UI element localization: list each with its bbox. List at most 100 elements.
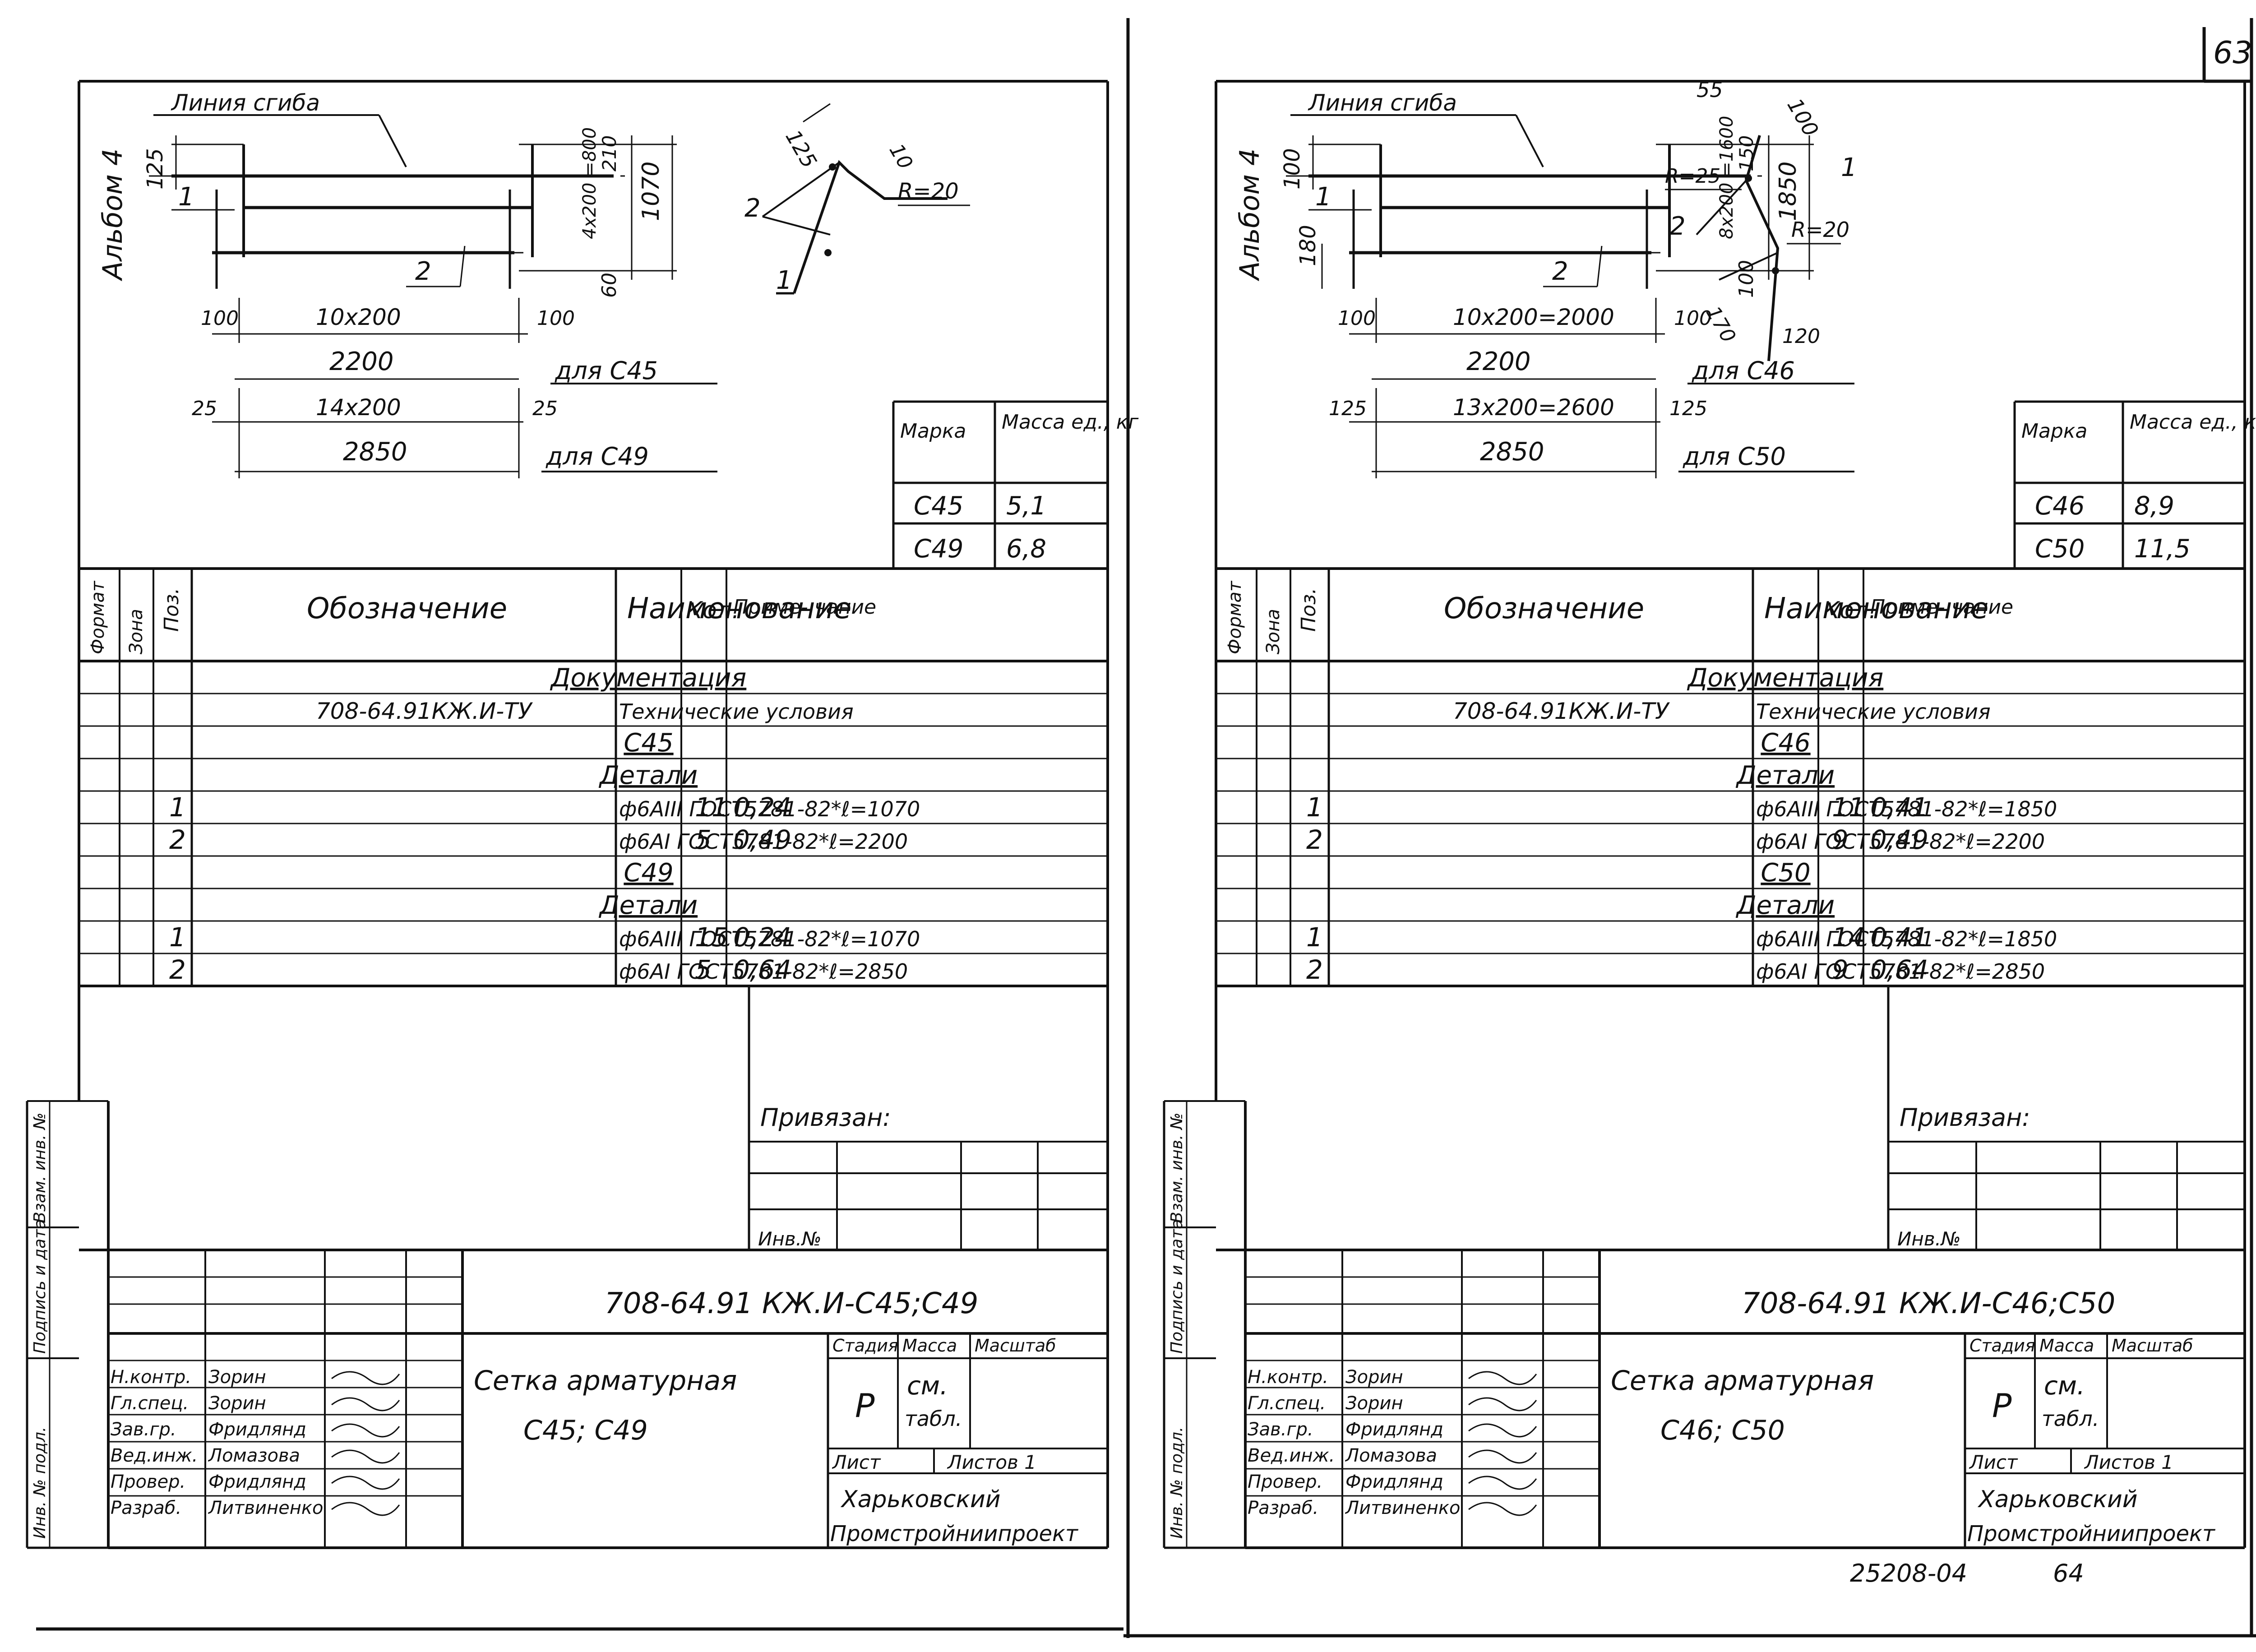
person-role: Вед.инж. <box>111 1445 198 1466</box>
dim-left-bottom: 180 <box>1295 225 1321 266</box>
spec-header-zone: Зона <box>1263 609 1284 654</box>
mass-row-value: 11,5 <box>2134 534 2191 564</box>
person-name: Литвиненко <box>1345 1498 1461 1518</box>
dim-spacing-1: 10x200 <box>316 304 401 330</box>
spec-note: 0,64 <box>1870 954 1928 985</box>
dim-2200: 2200 <box>329 347 394 376</box>
sheets-count-label: Листов 1 <box>2084 1451 2173 1473</box>
spec-name: ф6АI ГОСТ5781-82*ℓ=2200 <box>1756 829 2045 854</box>
dim-right-mid: 8x200 =1600 <box>1716 116 1737 240</box>
dim-left-top: 100 <box>1280 148 1305 190</box>
dim-lower-100b: 100 <box>537 307 575 330</box>
spec-name: ф6АI ГОСТ5781-82*ℓ=2850 <box>1756 959 2045 984</box>
spec-pos: 2 <box>1306 824 1323 855</box>
header-mass: Масса <box>2039 1336 2094 1356</box>
spec-qty: 5 <box>695 824 712 855</box>
header-scale: Масштаб <box>975 1336 1056 1356</box>
sheet-label: Лист <box>1969 1451 2018 1473</box>
signature-mark <box>331 1371 400 1385</box>
spec-row: С49 <box>624 858 673 888</box>
spec-name: ф6АI ГОСТ5781-82*ℓ=2200 <box>619 829 908 854</box>
detail-dim-100: 100 <box>1782 94 1823 141</box>
side-stamp-inv: Инв. № подл. <box>31 1427 49 1539</box>
dim-spacing-2: 13x200=2600 <box>1453 394 1614 421</box>
spec-name-centered: Детали <box>598 891 698 920</box>
spec-pos: 1 <box>169 792 186 823</box>
mass-ref-1: см. <box>907 1371 948 1401</box>
dim-right-total: 1850 <box>1775 162 1802 221</box>
dim-lower-100b: 100 <box>1674 307 1712 330</box>
spec-pos: 1 <box>1306 922 1323 953</box>
dim-right-bottom: 100 <box>1735 260 1758 298</box>
sheets-count-label: Листов 1 <box>947 1451 1036 1473</box>
bound-block: Привязан: Инв.№ <box>1216 986 2245 1251</box>
leader <box>459 245 466 287</box>
document-code: 708-64.91 КЖ.И-С45;С49 <box>605 1287 978 1320</box>
bend-line-leader <box>378 115 407 167</box>
spec-pos: 2 <box>1306 954 1323 985</box>
detail-dim-125: 125 <box>781 126 822 172</box>
organization-line-2: Промстройниипроект <box>830 1521 1079 1546</box>
title-line-1: Сетка арматурная <box>474 1365 737 1397</box>
spec-qty: 9 <box>1832 824 1849 855</box>
dim-25b: 25 <box>532 397 558 420</box>
dim-spacing-2: 14x200 <box>316 394 401 421</box>
person-role: Провер. <box>111 1472 185 1492</box>
spec-header-name: Наименование <box>627 592 851 625</box>
inventory-number-label: Инв.№ <box>758 1228 822 1250</box>
dim-right-mid: 4x200 =800 <box>579 127 600 239</box>
bend-line-leader <box>1515 115 1544 167</box>
bound-block: Привязан:Инв.№ <box>79 986 1108 1251</box>
album-label: Альбом 4 <box>97 148 129 282</box>
title-block: Н.контр.ЗоринГл.спец.ЗоринЗав.гр.Фридлян… <box>108 1250 1108 1548</box>
album-label: Альбом 4 <box>1234 148 1266 282</box>
document-code: 708-64.91 КЖ.И-С46;С50 <box>1742 1287 2115 1320</box>
position-2-label: 2 <box>415 257 431 286</box>
spec-note: 0,24 <box>733 922 791 953</box>
spec-name-centered: С49 <box>624 858 673 888</box>
person-role: Вед.инж. <box>1248 1445 1335 1466</box>
title-line-1: Сетка арматурная <box>1611 1365 1874 1397</box>
spec-name-centered: С46 <box>1761 728 1810 758</box>
side-stamp-sign: Подпись и дата <box>31 1219 49 1354</box>
dim-lower-100a: 100 <box>201 307 239 330</box>
position-1-label: 1 <box>1315 182 1331 212</box>
organization-line-1: Харьковский <box>840 1486 1001 1513</box>
bend-detail-bar2 <box>762 162 840 236</box>
bend-line-label: Линия сгиба <box>171 90 320 116</box>
spec-header-qty: Кол. <box>1823 597 1877 624</box>
weld-point <box>824 249 832 256</box>
person-role: Н.контр. <box>111 1367 191 1388</box>
dim-lower-100a: 100 <box>1338 307 1376 330</box>
person-name: Фридлянд <box>1345 1472 1443 1492</box>
sheet-label: Лист <box>832 1451 881 1473</box>
detail-dim-55: 55 <box>1697 78 1723 102</box>
for-first-label: для С45 <box>555 356 658 385</box>
person-role: Гл.спец. <box>1248 1393 1326 1414</box>
spec-header-name: Наименование <box>1764 592 1988 625</box>
spec-note: 0,49 <box>1870 824 1928 855</box>
dim-right-total: 1070 <box>638 162 665 221</box>
inventory-number-label: Инв.№ <box>1897 1228 1961 1250</box>
person-name: Литвиненко <box>208 1498 324 1518</box>
spec-note: 0,24 <box>733 792 791 823</box>
spec-qty: 11 <box>1832 792 1865 823</box>
person-role: Н.контр. <box>1248 1367 1328 1388</box>
person-name: Зорин <box>208 1393 266 1414</box>
bound-label: Привязан: <box>1900 1103 2030 1132</box>
signature-mark <box>331 1449 400 1464</box>
spec-qty: 11 <box>695 792 728 823</box>
spec-name-centered: Документация <box>550 663 746 693</box>
detail-dim-10: 10 <box>884 140 917 173</box>
bend-line-label: Линия сгиба <box>1308 90 1457 116</box>
spec-designation: 708-64.91КЖ.И-ТУ <box>316 698 533 724</box>
dim-right-bottom: 60 <box>598 273 621 298</box>
